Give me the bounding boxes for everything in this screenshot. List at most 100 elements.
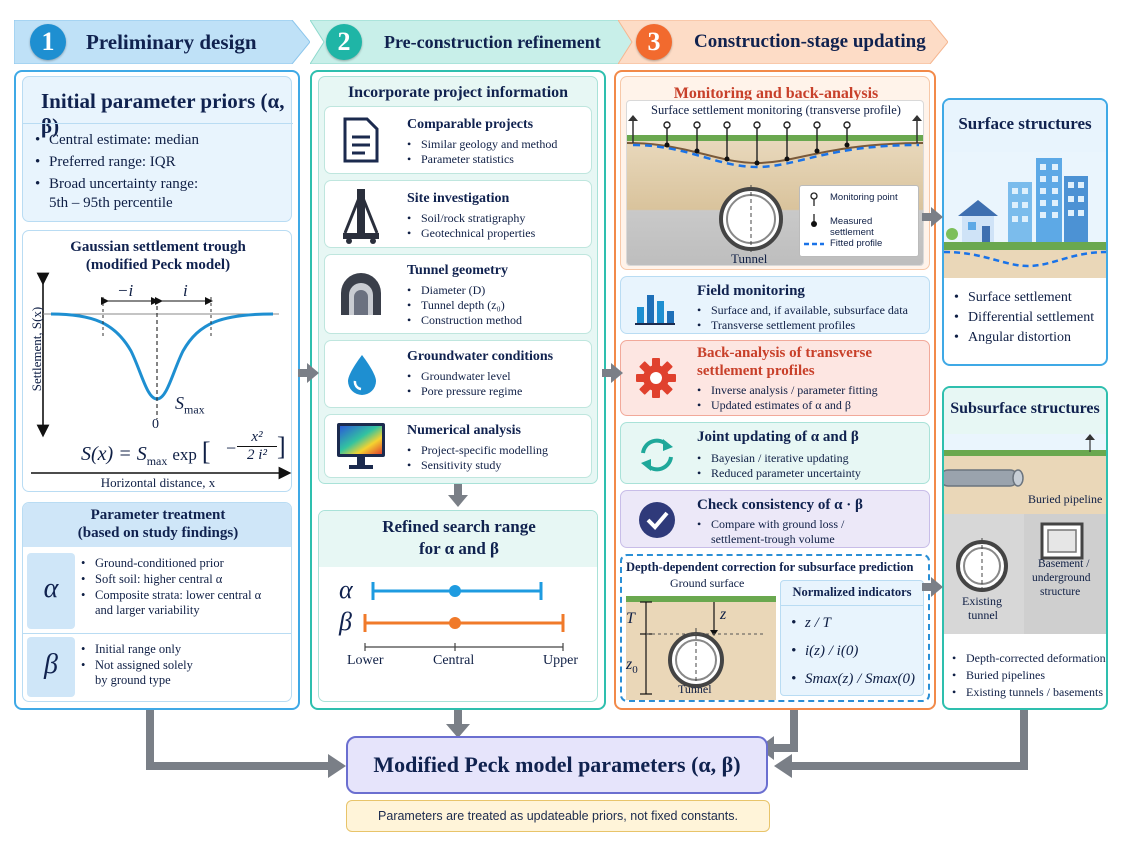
numerical-analysis-item: Project-specific modelling: [407, 443, 587, 458]
final-parameters-box: Modified Peck model parameters (α, β): [346, 736, 768, 794]
buried-pipeline-label: Buried pipeline: [1028, 492, 1103, 506]
surface-structures-panel: Surface structures Surface settlement: [942, 98, 1108, 366]
field-monitoring-item: Transverse settlement profiles: [697, 318, 927, 333]
treatment-divider: [23, 633, 291, 634]
range-lower-label: Lower: [347, 653, 384, 668]
arrow-col1-to-col2: [298, 363, 319, 383]
depth-section: [626, 596, 776, 700]
site-investigation-title: Site investigation: [407, 191, 510, 206]
check-consistency-card: Check consistency of α · β Compare with …: [620, 490, 930, 548]
groundwater-title: Groundwater conditions: [407, 349, 554, 364]
beta-list: Initial range only Not assigned solely: [81, 641, 291, 673]
alpha-item-continued: and larger variability: [95, 603, 200, 617]
subsurface-structures-panel: Subsurface structures Buried pipeline Ex…: [942, 386, 1108, 710]
beta-item-continued: by ground type: [95, 673, 171, 687]
priors-divider: [23, 123, 293, 124]
alpha-item: Soft soil: higher central α: [81, 571, 291, 587]
depth-z0-sub: 0: [632, 664, 638, 677]
y-axis-label: Settlement, S(x): [29, 306, 44, 392]
tunnel-geometry-card: Tunnel geometry Diameter (D) Tunnel dept…: [324, 254, 592, 334]
monitoring-legend: Monitoring point Measured settlement Fit…: [799, 185, 919, 257]
stage-3-banner: 3 Construction-stage updating: [618, 20, 948, 64]
refined-range-title: Refined search range: [382, 517, 536, 536]
drilling-rig-icon: [343, 189, 379, 244]
subsurface-header: [944, 388, 1106, 434]
equation-smax-sub: max: [146, 454, 168, 468]
normalized-divider: [781, 605, 923, 606]
groundwater-item: Pore pressure regime: [407, 384, 587, 399]
depth-z-label: z: [720, 606, 727, 623]
site-investigation-item: Soil/rock stratigraphy: [407, 211, 587, 226]
field-monitoring-item: Surface and, if available, subsurface da…: [697, 303, 927, 318]
refined-range-card: Refined search range for α and β α β Low…: [318, 510, 598, 702]
check-consistency-item-continued: settlement-trough volume: [711, 532, 835, 546]
subsurface-illustration: [944, 434, 1106, 634]
depth-t-label: T: [626, 610, 635, 627]
priors-item: Broad uncertainty range:: [35, 173, 285, 195]
numerical-analysis-title: Numerical analysis: [407, 423, 521, 438]
groundwater-card: Groundwater conditions Groundwater level…: [324, 340, 592, 408]
alpha-item: Ground-conditioned prior: [81, 555, 291, 571]
legend-fitted-profile: Fitted profile: [830, 238, 883, 249]
equation-numerator: x²: [237, 429, 277, 447]
comparable-projects-title: Comparable projects: [407, 117, 534, 132]
ground-surface-label: Ground surface: [670, 576, 745, 590]
surface-structures-list: Surface settlement Differential settleme…: [954, 288, 1104, 348]
note-box: Parameters are treated as updateable pri…: [346, 800, 770, 832]
tunnel-geometry-item: Construction method: [407, 313, 587, 328]
priors-item-continued: 5th – 95th percentile: [49, 195, 173, 211]
tunnel-geometry-item: Tunnel depth (z₀): [407, 298, 587, 313]
joint-updating-list: Bayesian / iterative updating Reduced pa…: [697, 451, 927, 481]
back-analysis-item: Updated estimates of α and β: [697, 398, 927, 413]
normalized-indicator: i(z) / i(0): [791, 637, 921, 665]
check-consistency-item: Compare with ground loss /: [697, 517, 927, 532]
priors-list: Central estimate: median Preferred range…: [35, 129, 285, 195]
subsurface-structures-list: Depth-corrected deformation Buried pipel…: [952, 650, 1108, 701]
document-icon: [343, 117, 379, 163]
basement-label-2: underground: [1032, 572, 1091, 584]
refined-range-header: [319, 511, 597, 567]
subsurface-structures-title: Subsurface structures: [950, 400, 1100, 417]
stage-3-number: 3: [636, 24, 672, 60]
monitoring-subtitle: Surface settlement monitoring (transvers…: [651, 103, 901, 117]
site-investigation-card: Site investigation Soil/rock stratigraph…: [324, 180, 592, 248]
subsurface-structures-item: Buried pipelines: [952, 667, 1108, 684]
joint-updating-card: Joint updating of α and β Bayesian / ite…: [620, 422, 930, 484]
range-upper-label: Upper: [543, 653, 578, 668]
settlement-trough-plot: [31, 272, 292, 480]
back-analysis-title-2: settlement profiles: [697, 363, 815, 379]
refresh-icon: [641, 438, 673, 472]
existing-tunnel-label: Existing: [962, 594, 1003, 608]
field-monitoring-title: Field monitoring: [697, 283, 805, 299]
equation-close-bracket: ]: [277, 432, 286, 461]
neg-i-label: −i: [117, 281, 134, 300]
comparable-projects-item: Similar geology and method: [407, 137, 587, 152]
joint-updating-item: Bayesian / iterative updating: [697, 451, 927, 466]
field-monitoring-card: Field monitoring Surface and, if availab…: [620, 276, 930, 334]
arrow-col2-to-col3: [602, 363, 623, 383]
back-analysis-title: Back-analysis of transverse: [697, 345, 872, 361]
surface-structures-item: Differential settlement: [954, 308, 1104, 328]
trough-card: Gaussian settlement trough (modified Pec…: [22, 230, 292, 492]
normalized-indicator: z / T: [791, 609, 921, 637]
stage-2-banner: 2 Pre-construction refinement: [310, 20, 640, 64]
check-circle-icon: [639, 502, 675, 538]
stage-1-banner-shape: [14, 20, 310, 64]
numerical-analysis-list: Project-specific modelling Sensitivity s…: [407, 443, 587, 473]
priors-item: Preferred range: IQR: [35, 151, 285, 173]
range-bars: [363, 582, 565, 651]
legend-symbols: [804, 192, 824, 246]
refined-range-subtitle: for α and β: [418, 539, 499, 558]
treatment-header: [23, 503, 291, 547]
alpha-symbol: α: [43, 573, 59, 604]
trough-subtitle: (modified Peck model): [85, 257, 231, 273]
equation-fraction: x² 2 i²: [237, 429, 277, 464]
treatment-title: Parameter treatment: [90, 507, 226, 523]
back-analysis-list: Inverse analysis / parameter fitting Upd…: [697, 383, 927, 413]
normalized-indicators-title: Normalized indicators: [792, 585, 912, 599]
priors-card: Initial parameter priors (α, β) Central …: [22, 76, 293, 222]
depth-correction-card: Depth-dependent correction for subsurfac…: [620, 554, 930, 702]
equation-bracket: [: [201, 437, 211, 466]
equation: S(x) = Smax exp [: [81, 437, 211, 469]
treatment-card: Parameter treatment (based on study find…: [22, 502, 292, 702]
